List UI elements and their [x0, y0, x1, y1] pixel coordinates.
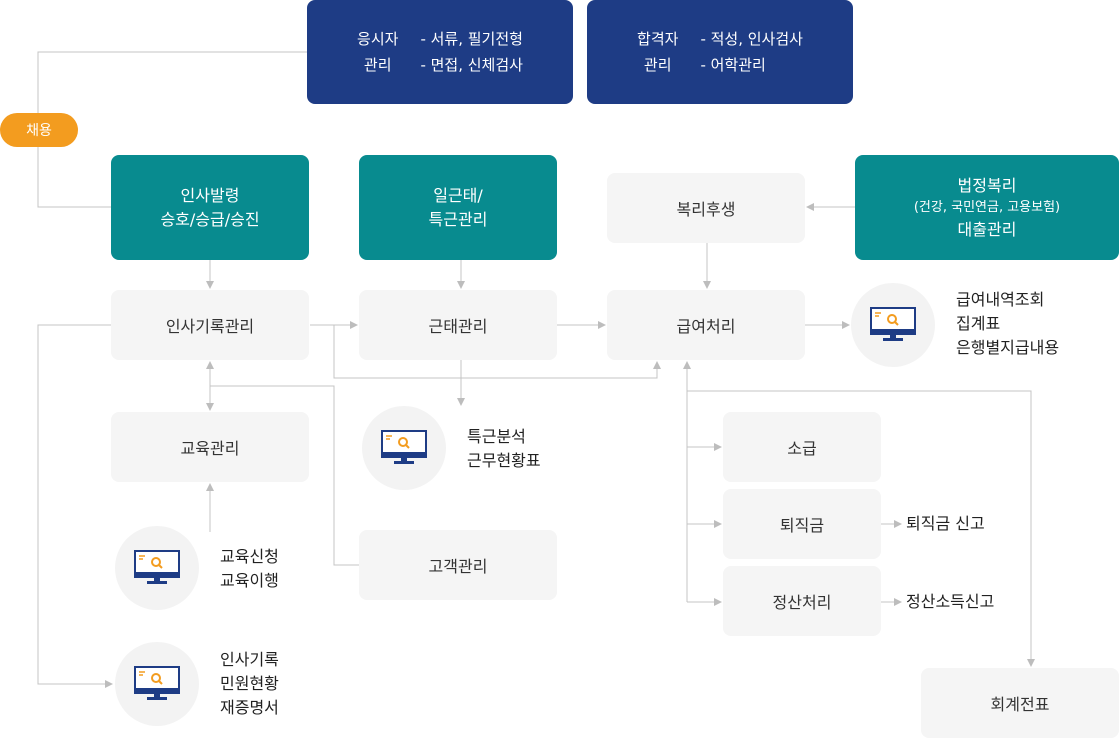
attendance-mgmt-line-2: 특근관리	[428, 209, 488, 229]
welfare-label: 복리후생	[676, 200, 736, 219]
recruit-badge: 채용	[0, 113, 78, 147]
payroll-report-line-2: 집계표	[956, 314, 1001, 333]
payroll-report-line-3: 은행별지급내용	[956, 338, 1060, 357]
legal-welfare-line-1: 법정복리	[957, 175, 1017, 195]
payroll-report-line-1: 급여내역조회	[956, 290, 1045, 309]
overtime-report-circle	[362, 406, 446, 490]
legal-welfare-line-3: 대출관리	[957, 219, 1017, 239]
passer-title-2: 관리	[643, 56, 672, 74]
hr-record-box: 인사기록관리	[111, 290, 309, 360]
legal-welfare-box: 법정복리 (건강, 국민연금, 고용보험) 대출관리	[855, 155, 1119, 260]
accounting-label: 회계전표	[990, 695, 1050, 714]
legal-welfare-line-2: (건강, 국민연금, 고용보험)	[913, 199, 1061, 215]
applicant-title-2: 관리	[363, 56, 392, 74]
retro-pay-label: 소급	[787, 439, 817, 458]
education-box: 교육관리	[111, 412, 309, 482]
payroll-report-circle	[851, 283, 935, 367]
passer-management-box: 합격자 - 적성, 인사검사 관리 - 어학관리	[587, 0, 853, 104]
education-label: 교육관리	[180, 439, 240, 458]
overtime-report-line-1: 특근분석	[467, 427, 526, 446]
applicant-item-2: - 면접, 신체검사	[420, 56, 523, 74]
hr-cert-line-1: 인사기록	[220, 650, 279, 669]
applicant-item-1: - 서류, 필기전형	[420, 30, 523, 48]
welfare-box: 복리후생	[607, 173, 805, 243]
monitor-search-icon	[134, 550, 180, 584]
hr-cert-text: 인사기록 민원현황 재증명서	[220, 648, 279, 720]
settlement-label: 정산처리	[772, 593, 832, 612]
severance-note: 퇴직금 신고	[906, 514, 985, 533]
accounting-box: 회계전표	[921, 668, 1119, 738]
payroll-report-text: 급여내역조회 집계표 은행별지급내용	[956, 288, 1059, 360]
severance-label: 퇴직금	[779, 516, 825, 535]
passer-item-2: - 어학관리	[700, 56, 766, 74]
monitor-search-icon	[870, 307, 916, 341]
overtime-report-text: 특근분석 근무현황표	[467, 425, 541, 473]
payroll-label: 급여처리	[676, 317, 736, 336]
applicant-title-1: 응시자	[357, 30, 399, 48]
severance-box: 퇴직금	[723, 489, 881, 559]
appointment-line-2: 승호/승급/승진	[160, 209, 260, 229]
hr-cert-line-2: 민원현황	[220, 674, 279, 693]
settlement-note: 정산소득신고	[906, 592, 995, 611]
monitor-search-icon	[381, 430, 427, 464]
monitor-search-icon	[134, 666, 180, 700]
edu-request-circle	[115, 526, 199, 610]
attendance-management-box: 일근태/ 특근관리	[359, 155, 557, 260]
attendance-box: 근태관리	[359, 290, 557, 360]
settlement-box: 정산처리	[723, 566, 881, 636]
edu-request-line-1: 교육신청	[220, 547, 279, 566]
applicant-management-box: 응시자 - 서류, 필기전형 관리 - 면접, 신체검사	[307, 0, 573, 104]
customer-box: 고객관리	[359, 530, 557, 600]
appointment-box: 인사발령 승호/승급/승진	[111, 155, 309, 260]
hr-cert-line-3: 재증명서	[220, 698, 279, 717]
hr-record-label: 인사기록관리	[165, 317, 255, 336]
edu-request-text: 교육신청 교육이행	[220, 545, 279, 593]
attendance-mgmt-line-1: 일근태/	[433, 185, 483, 205]
attendance-label: 근태관리	[428, 317, 488, 336]
edu-request-line-2: 교육이행	[220, 571, 279, 590]
payroll-box: 급여처리	[607, 290, 805, 360]
recruit-label: 채용	[26, 123, 52, 139]
overtime-report-line-2: 근무현황표	[467, 451, 541, 470]
passer-item-1: - 적성, 인사검사	[700, 30, 803, 48]
customer-label: 고객관리	[428, 557, 488, 576]
hr-cert-circle	[115, 642, 199, 726]
retro-pay-box: 소급	[723, 412, 881, 482]
passer-title-1: 합격자	[637, 30, 679, 48]
appointment-line-1: 인사발령	[180, 185, 240, 205]
